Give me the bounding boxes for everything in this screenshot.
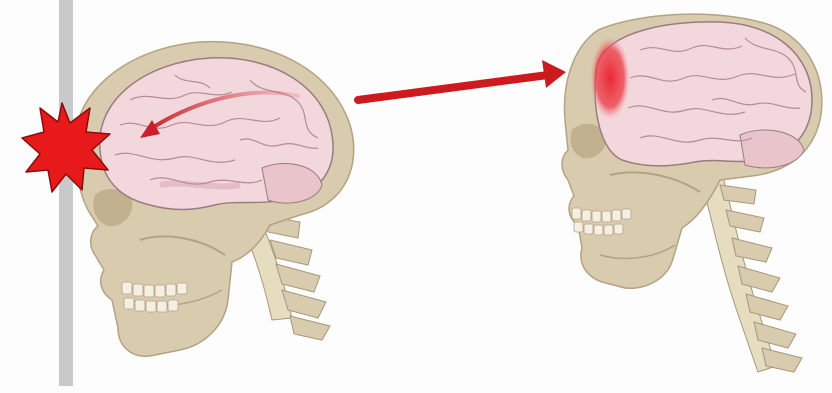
right-brain <box>590 22 812 168</box>
right-spine <box>700 172 802 372</box>
contrecoup-bruise <box>590 36 630 120</box>
right-arrow-icon <box>358 60 566 100</box>
left-figure <box>22 0 354 386</box>
right-figure <box>562 14 822 372</box>
wall <box>59 0 73 386</box>
